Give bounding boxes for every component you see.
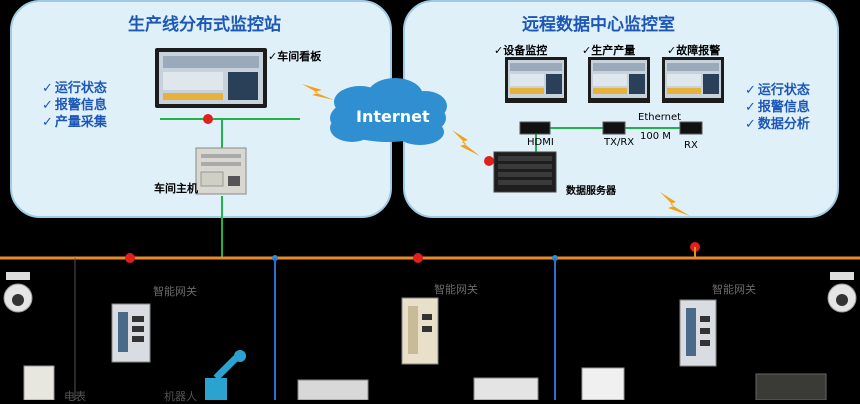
txrx-box — [602, 121, 626, 135]
workshop-host — [195, 147, 247, 195]
status-item: 报警信息 — [42, 97, 107, 114]
plc-device — [297, 379, 369, 400]
workshop-host-label: 车间主机 — [154, 182, 198, 195]
meter-label: 电表 — [64, 390, 86, 403]
gateway-label: 智能网关 — [434, 283, 478, 296]
device-monitor — [505, 57, 567, 103]
data-server-label: 数据服务器 — [566, 186, 616, 197]
left-node — [203, 114, 213, 124]
rx-label: RX — [684, 140, 698, 151]
lightning-icon — [660, 192, 690, 216]
robot-label: 机器人 — [164, 390, 197, 403]
lightning-icon — [302, 84, 334, 100]
status-item: 报警信息 — [745, 99, 810, 116]
hdmi-label: HDMI — [527, 137, 554, 148]
status-item: 数据分析 — [745, 116, 810, 133]
controller-device — [473, 377, 539, 400]
status-item: 运行状态 — [745, 82, 810, 99]
gateway-label: 智能网关 — [712, 283, 756, 296]
gateway-device — [401, 297, 439, 365]
inverter-device — [581, 367, 625, 400]
camera-icon — [3, 272, 33, 313]
right-node — [484, 156, 494, 166]
gateway-device — [111, 303, 151, 363]
workshop-monitor-label: ✓车间看板 — [268, 50, 322, 63]
gateway-device — [679, 299, 717, 367]
hdmi-box — [519, 121, 551, 135]
status-item: 运行状态 — [42, 80, 107, 97]
rx-box — [679, 121, 703, 135]
production-monitor-label: ✓生产产量 — [582, 44, 636, 57]
right-panel-title: 远程数据中心监控室 — [522, 15, 675, 35]
txrx-label: TX/RX — [604, 137, 635, 148]
meter-device — [23, 365, 55, 400]
ethernet-label: Ethernet — [638, 112, 682, 123]
camera-icon — [827, 272, 857, 313]
gateway-label: 智能网关 — [153, 285, 197, 298]
speed-label: 100 M — [640, 131, 671, 142]
alarm-monitor — [662, 57, 724, 103]
device-monitor-label: ✓设备监控 — [494, 44, 548, 57]
left-status-list: 运行状态 报警信息 产量采集 — [42, 80, 107, 131]
internet-label: Internet — [356, 107, 430, 126]
right-status-list: 运行状态 报警信息 数据分析 — [745, 82, 810, 133]
production-monitor — [588, 57, 650, 103]
robot-device — [205, 350, 246, 400]
workshop-monitor — [155, 48, 267, 108]
left-panel-title: 生产线分布式监控站 — [128, 15, 281, 35]
status-item: 产量采集 — [42, 114, 107, 131]
data-server — [493, 151, 557, 193]
camera-view-device — [755, 373, 827, 400]
lightning-icon — [452, 130, 480, 156]
internet-cloud — [330, 78, 447, 145]
alarm-monitor-label: ✓故障报警 — [667, 44, 721, 57]
